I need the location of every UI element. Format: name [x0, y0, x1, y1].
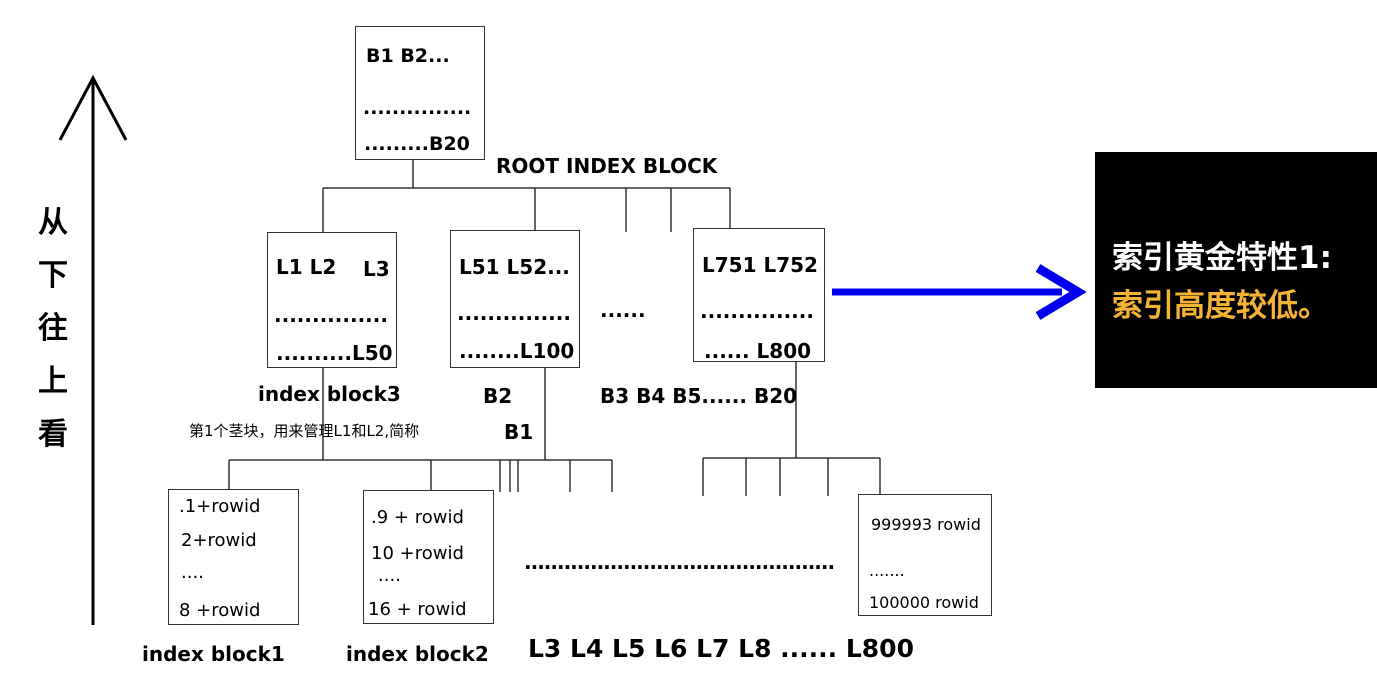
branch-line1: L751 L752	[702, 253, 818, 277]
root-line3: .........B20	[364, 133, 470, 155]
branch-line1: L51 L52...	[459, 255, 570, 279]
middle-ellipsis: ......	[600, 298, 646, 322]
b1-note: 第1个茎块，用来管理L1和L2,简称	[189, 422, 420, 440]
branch-line1b: L3	[363, 257, 390, 281]
branch-line2: ...............	[274, 303, 388, 327]
root-line1: B1 B2...	[366, 45, 450, 67]
leaf-row: 8 +rowid	[179, 600, 261, 621]
blue-arrow-head	[1035, 264, 1087, 320]
branch-line3: ..........L50	[276, 341, 393, 365]
side-label: 从 下 往 上 看	[38, 196, 68, 461]
branch-caption-b2: B2	[483, 384, 513, 408]
b1-label: B1	[504, 420, 534, 444]
branch-block-b2: L51 L52... ............... ........L100	[450, 230, 580, 368]
leaf-levels: L3 L4 L5 L6 L7 L8 ...... L800	[528, 634, 914, 663]
root-block: B1 B2... ............... .........B20	[355, 26, 485, 160]
branch-caption-b3-b20: B3 B4 B5...... B20	[600, 384, 798, 408]
branch-line2: ...............	[700, 299, 814, 323]
leaf-row: ....	[181, 562, 204, 583]
root-caption: ROOT INDEX BLOCK	[496, 154, 718, 178]
leaf-caption-2: index block2	[346, 642, 489, 666]
side-char: 下	[38, 258, 68, 293]
leaf-row: 16 + rowid	[368, 599, 467, 620]
branch-caption-3: index block3	[258, 382, 401, 406]
branch-block-b20: L751 L752 ............... ...... L800	[693, 228, 825, 362]
side-char: 看	[38, 417, 68, 452]
leaf-row: 2+rowid	[181, 530, 257, 551]
up-arrow-head	[58, 74, 128, 141]
root-line2: ...............	[363, 97, 472, 119]
leaf-row: .9 + rowid	[371, 507, 464, 528]
callout-box: 索引黄金特性1: 索引高度较低。	[1095, 152, 1377, 388]
leaf-dots: ........................................…	[524, 550, 835, 574]
leaf-block-2: .9 + rowid 10 +rowid .... 16 + rowid	[363, 490, 494, 624]
leaf-row: 999993 rowid	[871, 515, 981, 534]
leaf-row: .......	[869, 561, 905, 580]
leaf-block-800: 999993 rowid ....... 100000 rowid	[858, 494, 992, 616]
branch-line1: L1 L2	[276, 255, 337, 279]
leaf-row: .1+rowid	[179, 496, 261, 517]
leaf-row: 100000 rowid	[869, 593, 979, 612]
leaf-row: 10 +rowid	[371, 543, 464, 564]
callout-subtitle: 索引高度较低。	[1112, 288, 1329, 324]
leaf-row: ....	[378, 565, 401, 586]
branch-line3: ........L100	[459, 339, 575, 363]
side-char: 往	[38, 311, 68, 346]
branch-block-3: L1 L2 L3 ............... ..........L50	[267, 232, 397, 368]
callout-title: 索引黄金特性1:	[1112, 240, 1332, 276]
leaf-block-1: .1+rowid 2+rowid .... 8 +rowid	[168, 489, 299, 625]
side-char: 上	[38, 364, 68, 399]
branch-line3: ...... L800	[704, 339, 812, 363]
leaf-caption-1: index block1	[142, 642, 285, 666]
branch-line2: ...............	[457, 301, 571, 325]
side-char: 从	[38, 205, 68, 240]
